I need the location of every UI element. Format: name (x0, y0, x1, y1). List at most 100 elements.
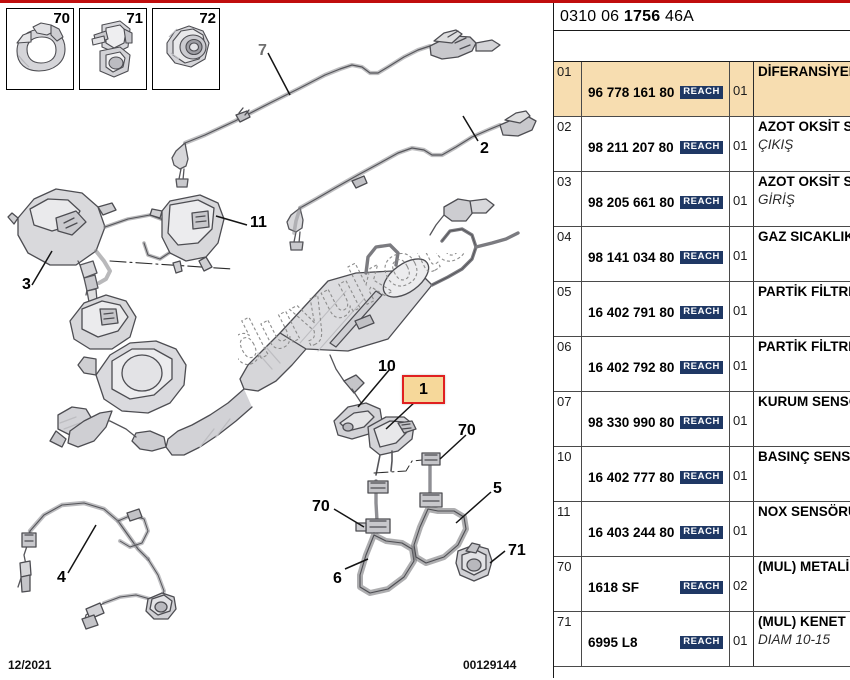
row-index: 03 (554, 172, 582, 226)
row-index: 04 (554, 227, 582, 281)
row-quantity-cell: 01 (730, 282, 754, 336)
exhaust-system-drawing (7, 29, 537, 630)
detail-inset-72-number: 72 (199, 10, 216, 27)
exploded-view-illustration: 70 71 (0, 3, 568, 678)
table-row[interactable]: 04 98 141 034 80 REACH 01 GAZ SICAKLIK S (554, 227, 850, 282)
row-description-cell: AZOT OKSİT SO GİRİŞ (754, 172, 850, 226)
detail-inset-70-number: 70 (53, 10, 70, 27)
row-part-cell: 16 402 791 80 REACH (582, 282, 730, 336)
row-description-cell: AZOT OKSİT SO ÇIKIŞ (754, 117, 850, 171)
revision-date: 12/2021 (8, 658, 52, 672)
row-quantity-cell: 01 (730, 62, 754, 116)
row-part-cell: 1618 SF REACH (582, 557, 730, 611)
description-secondary: DIAM 10-15 (758, 631, 831, 647)
reach-badge: REACH (680, 306, 723, 319)
quantity: 02 (733, 578, 748, 593)
quantity: 01 (733, 83, 748, 98)
description-secondary: ÇIKIŞ (758, 136, 794, 152)
description-primary: (MUL) METALİK (758, 559, 850, 574)
table-row[interactable]: 07 98 330 990 80 REACH 01 KURUM SENSÖR (554, 392, 850, 447)
parts-table-panel: 0310 06 1756 46A 01 96 778 161 80 REACH … (553, 3, 850, 678)
row-quantity-cell: 02 (730, 557, 754, 611)
callout-10: 10 (378, 358, 396, 375)
hose-clamp-icon (16, 22, 66, 72)
part-number: 98 205 661 80 (588, 195, 675, 210)
row-quantity-cell: 01 (730, 447, 754, 501)
reference-header: 0310 06 1756 46A (554, 3, 850, 31)
quantity: 01 (733, 413, 748, 428)
part-number: 98 330 990 80 (588, 415, 675, 430)
accent-rule (0, 0, 850, 3)
row-index: 10 (554, 447, 582, 501)
parts-table-rows: 01 96 778 161 80 REACH 01 DİFERANSİYEL 0… (554, 62, 850, 667)
drawing-number: 00129144 (463, 658, 517, 672)
table-row[interactable]: 10 16 402 777 80 REACH 01 BASINÇ SENSÖ (554, 447, 850, 502)
row-index: 70 (554, 557, 582, 611)
row-description-cell: BASINÇ SENSÖ (754, 447, 850, 501)
reach-badge: REACH (680, 581, 723, 594)
table-row[interactable]: 11 16 403 244 80 REACH 01 NOX SENSÖRÜ (554, 502, 850, 557)
quantity: 01 (733, 468, 748, 483)
highlighted-callout-1[interactable]: 1 (402, 375, 445, 404)
reference-part-4: 46A (664, 7, 695, 25)
row-part-cell: 98 141 034 80 REACH (582, 227, 730, 281)
callout-70-left: 70 (312, 498, 330, 515)
row-description-cell: DİFERANSİYEL (754, 62, 850, 116)
description-primary: NOX SENSÖRÜ (758, 504, 850, 519)
part-number: 16 402 777 80 (588, 470, 675, 485)
description-primary: BASINÇ SENSÖ (758, 449, 850, 464)
row-index: 02 (554, 117, 582, 171)
quantity: 01 (733, 523, 748, 538)
table-row[interactable]: 03 98 205 661 80 REACH 01 AZOT OKSİT SO … (554, 172, 850, 227)
description-primary: DİFERANSİYEL (758, 64, 850, 79)
callout-70-right: 70 (458, 422, 476, 439)
detail-inset-71: 71 (79, 8, 147, 90)
row-part-cell: 98 330 990 80 REACH (582, 392, 730, 446)
table-row[interactable]: 06 16 402 792 80 REACH 01 PARTİK FİLTRES (554, 337, 850, 392)
table-column-header-row (554, 31, 850, 62)
callout-2: 2 (480, 140, 489, 157)
detail-inset-70: 70 (6, 8, 74, 90)
row-index: 71 (554, 612, 582, 666)
description-primary: PARTİK FİLTRES (758, 339, 850, 354)
quantity: 01 (733, 193, 748, 208)
row-part-cell: 98 211 207 80 REACH (582, 117, 730, 171)
part-number: 1618 SF (588, 580, 640, 595)
reach-badge: REACH (680, 86, 723, 99)
table-row[interactable]: 01 96 778 161 80 REACH 01 DİFERANSİYEL (554, 62, 850, 117)
table-row[interactable]: 71 6995 L8 REACH 01 (MUL) KENET DIAM 10-… (554, 612, 850, 667)
table-row[interactable]: 70 1618 SF REACH 02 (MUL) METALİK (554, 557, 850, 612)
row-quantity-cell: 01 (730, 612, 754, 666)
reach-badge: REACH (680, 471, 723, 484)
reach-badge: REACH (680, 361, 723, 374)
part-number: 98 141 034 80 (588, 250, 675, 265)
row-quantity-cell: 01 (730, 117, 754, 171)
table-row[interactable]: 02 98 211 207 80 REACH 01 AZOT OKSİT SO … (554, 117, 850, 172)
quantity: 01 (733, 248, 748, 263)
description-primary: AZOT OKSİT SO (758, 119, 850, 134)
row-part-cell: 16 402 792 80 REACH (582, 337, 730, 391)
cable-clip-icon (91, 20, 133, 78)
row-description-cell: (MUL) KENET DIAM 10-15 (754, 612, 850, 666)
row-part-cell: 6995 L8 REACH (582, 612, 730, 666)
table-row[interactable]: 05 16 402 791 80 REACH 01 PARTİK FİLTRES (554, 282, 850, 337)
part-number: 96 778 161 80 (588, 85, 675, 100)
callout-7: 7 (258, 42, 267, 59)
part-number: 16 403 244 80 (588, 525, 675, 540)
detail-inset-72: 72 (152, 8, 220, 90)
quantity: 01 (733, 303, 748, 318)
description-primary: KURUM SENSÖR (758, 394, 850, 409)
description-secondary: GİRİŞ (758, 191, 795, 207)
row-index: 06 (554, 337, 582, 391)
reach-badge: REACH (680, 196, 723, 209)
row-part-cell: 16 403 244 80 REACH (582, 502, 730, 556)
part-number: 98 211 207 80 (588, 140, 674, 155)
grommet-bushing-icon (166, 25, 210, 68)
description-primary: GAZ SICAKLIK S (758, 229, 850, 244)
description-primary: PARTİK FİLTRES (758, 284, 850, 299)
row-description-cell: GAZ SICAKLIK S (754, 227, 850, 281)
row-description-cell: PARTİK FİLTRES (754, 282, 850, 336)
row-description-cell: KURUM SENSÖR (754, 392, 850, 446)
row-description-cell: NOX SENSÖRÜ (754, 502, 850, 556)
